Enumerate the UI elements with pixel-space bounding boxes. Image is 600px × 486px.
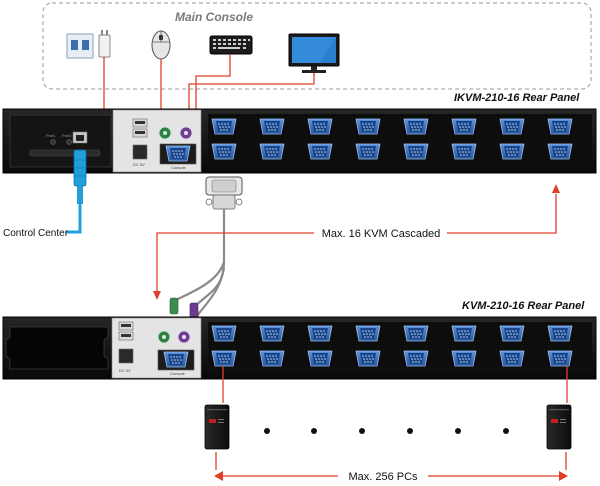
pcs-arrow-ends (215, 452, 567, 470)
top-console-vga-port (165, 145, 191, 162)
cascade-arrow-head-down (153, 291, 161, 300)
top-panel-title: IKVM-210-16 Rear Panel (454, 92, 580, 104)
control-center-label: Control Center (3, 228, 69, 239)
main-console-title-bg (148, 7, 280, 25)
pc-ellipsis-dots (264, 428, 509, 434)
top-console-label: Console (171, 165, 186, 170)
cascade-vga-connector (205, 176, 243, 210)
pc-lines (222, 366, 568, 403)
cascade-cable (175, 209, 226, 321)
pc-tower-icon-left (204, 404, 230, 450)
power-outlet-icon (66, 33, 94, 59)
lan-port (72, 131, 88, 144)
keyboard-icon (209, 35, 253, 55)
mouse-icon (151, 30, 171, 60)
bottom-console-vga-port (163, 351, 189, 368)
cascade-arrow-lines (156, 194, 557, 292)
top-dc-label: DC 5V (133, 162, 145, 167)
pcs-label: Max. 256 PCs (348, 471, 418, 483)
cascade-ps2-plugs (169, 297, 199, 320)
bottom-panel-title: KVM-210-16 Rear Panel (462, 300, 585, 312)
top-rear-panel: Port1 Port2 (2, 108, 597, 174)
pcs-arrow-head-right (559, 471, 568, 481)
lan-cable (66, 149, 87, 234)
top-dc-jack (132, 144, 148, 160)
bottom-console-label: Console (170, 371, 185, 376)
port-label-2: Port2 (62, 133, 72, 138)
pc-tower-icon-right (546, 404, 572, 450)
bottom-dc-jack (118, 348, 134, 364)
monitor-icon (288, 33, 340, 73)
cascade-label: Max. 16 KVM Cascaded (322, 228, 441, 240)
main-console-title: Main Console (175, 10, 253, 24)
cascade-arrow-head-up (552, 184, 560, 193)
pcs-arrow-head-left (214, 471, 223, 481)
bottom-dc-label: DC 5V (119, 368, 131, 373)
bottom-rear-panel (2, 316, 597, 380)
port-label-1: Port1 (46, 133, 56, 138)
